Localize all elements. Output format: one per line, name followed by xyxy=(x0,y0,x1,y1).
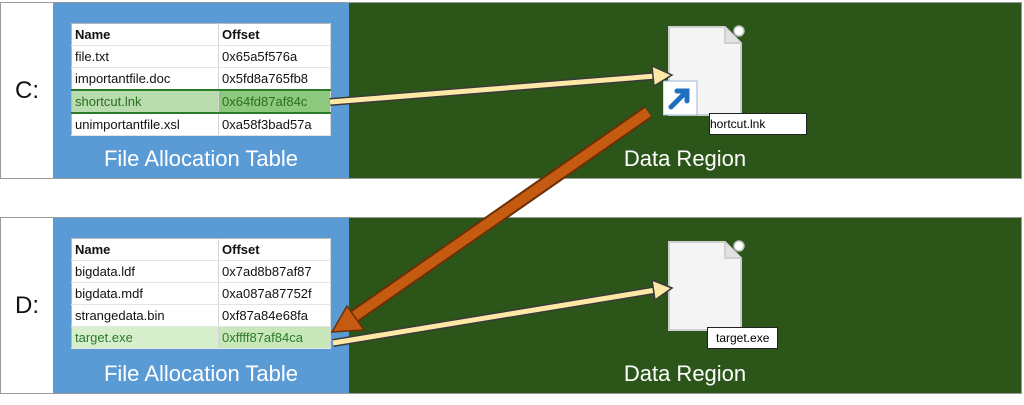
data-region-panel: target.exe Data Region xyxy=(349,218,1021,393)
file-name-cell: target.exe xyxy=(71,326,219,349)
drive-letter: C: xyxy=(1,3,54,178)
drive-c-band: C: Name Offset file.txt 0x65a5f576a impo… xyxy=(0,2,1022,179)
fat-title: File Allocation Table xyxy=(103,361,299,386)
table-row: unimportantfile.xsl 0xa58f3bad57a xyxy=(71,113,331,136)
table-row: bigdata.mdf 0xa087a87752f xyxy=(71,282,331,305)
table-header-row: Name Offset xyxy=(71,238,331,261)
drive-d-band: D: Name Offset bigdata.ldf 0x7ad8b87af87… xyxy=(0,217,1022,394)
table-row: file.txt 0x65a5f576a xyxy=(71,45,331,68)
data-region-title: Data Region xyxy=(623,361,747,386)
table-row: bigdata.ldf 0x7ad8b87af87 xyxy=(71,260,331,283)
column-header-offset: Offset xyxy=(218,238,331,261)
file-name-cell: importantfile.doc xyxy=(71,67,219,91)
file-label: target.exe xyxy=(707,327,779,349)
table-row: importantfile.doc 0x5fd8a765fb8 xyxy=(71,67,331,91)
fat-table: Name Offset file.txt 0x65a5f576a importa… xyxy=(71,23,331,136)
file-name-cell: strangedata.bin xyxy=(71,304,219,327)
table-row-highlighted: shortcut.lnk 0x64fd87af84c xyxy=(71,89,331,114)
file-name-cell: file.txt xyxy=(71,45,219,68)
file-name-cell: unimportantfile.xsl xyxy=(71,113,219,136)
offset-cell: 0xffff87af84ca xyxy=(218,326,331,349)
column-header-name: Name xyxy=(71,23,219,46)
file-allocation-table-panel: Name Offset file.txt 0x65a5f576a importa… xyxy=(53,3,349,178)
offset-cell: 0xa087a87752f xyxy=(218,282,331,305)
file-name-cell: shortcut.lnk xyxy=(71,89,219,114)
offset-cell: 0x65a5f576a xyxy=(218,45,331,68)
fat-title: File Allocation Table xyxy=(103,146,299,171)
offset-cell: 0x64fd87af84c xyxy=(218,89,331,114)
file-allocation-table-panel: Name Offset bigdata.ldf 0x7ad8b87af87 bi… xyxy=(53,218,349,393)
offset-cell: 0xf87a84e68fa xyxy=(218,304,331,327)
column-header-name: Name xyxy=(71,238,219,261)
file-name-cell: bigdata.mdf xyxy=(71,282,219,305)
table-row-highlighted: target.exe 0xffff87af84ca xyxy=(71,326,331,349)
offset-cell: 0x7ad8b87af87 xyxy=(218,260,331,283)
document-file-icon xyxy=(668,240,745,331)
drive-letter: D: xyxy=(1,218,54,393)
shortcut-file-icon xyxy=(663,25,745,116)
data-region-title: Data Region xyxy=(623,146,747,171)
table-header-row: Name Offset xyxy=(71,23,331,46)
data-region-panel: shortcut.lnk Data Region xyxy=(349,3,1021,178)
file-name-cell: bigdata.ldf xyxy=(71,260,219,283)
offset-cell: 0x5fd8a765fb8 xyxy=(218,67,331,91)
file-label-text: shortcut.lnk xyxy=(709,117,766,131)
column-header-offset: Offset xyxy=(218,23,331,46)
fat-table: Name Offset bigdata.ldf 0x7ad8b87af87 bi… xyxy=(71,238,331,349)
table-row: strangedata.bin 0xf87a84e68fa xyxy=(71,304,331,327)
offset-cell: 0xa58f3bad57a xyxy=(218,113,331,136)
file-label: shortcut.lnk xyxy=(709,113,807,135)
